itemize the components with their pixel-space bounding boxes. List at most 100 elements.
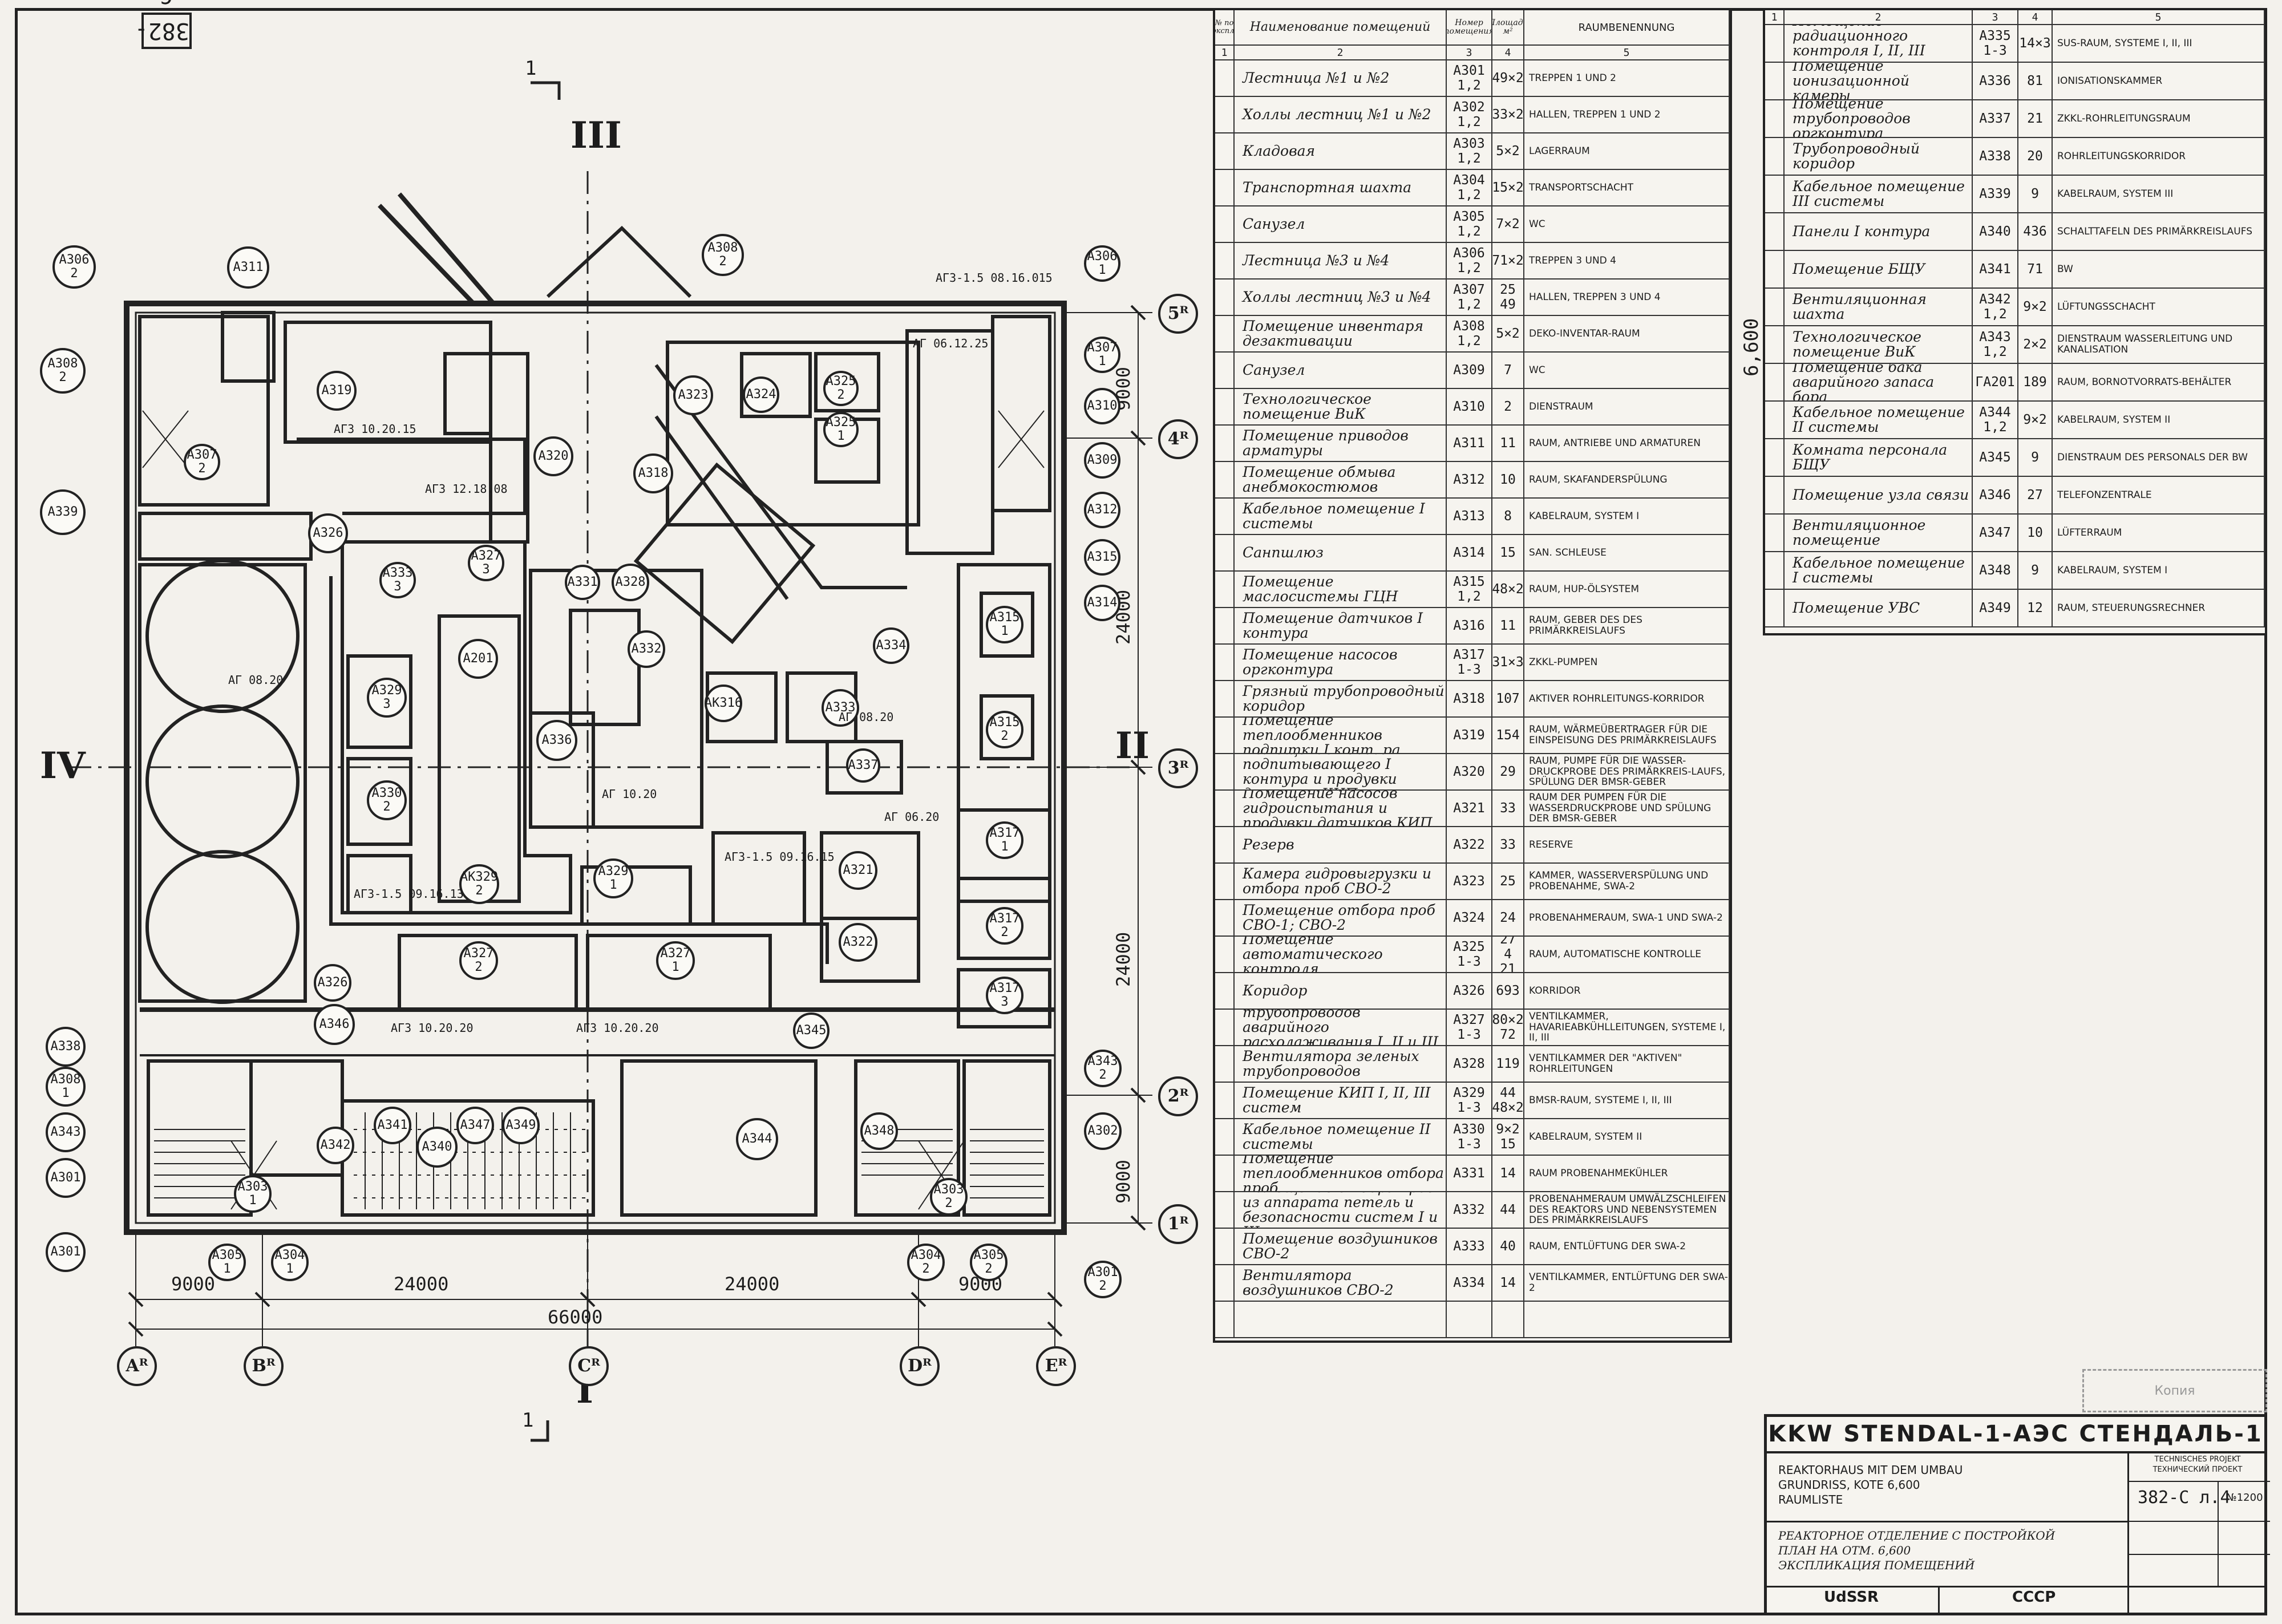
header-num: Номер помещения [1447,10,1492,44]
cell-area: 9×2 15 [1492,1119,1524,1155]
cell-name-ru: Кабельное помещение I системы [1235,499,1447,534]
cell-area: 81 [2018,63,2053,99]
cell-name-ru: Лестница №1 и №2 [1235,60,1447,96]
cell-no [1765,63,1785,99]
cell-room-number: А318 [1447,681,1492,716]
room-tag: A348 [860,1112,898,1150]
cell-name-ru: Вентилятора зеленых трубопроводов [1235,1046,1447,1082]
cell-no [1215,973,1235,1009]
cell-area: 27 [2018,477,2053,513]
cell-area: 31×3 [1492,645,1524,680]
axis-bubble-br: Bᴿ [244,1346,284,1386]
cell-name-de: RAUM PROBENAHMEKÜHLER [1524,1156,1730,1191]
cell-area: 40 [1492,1229,1524,1264]
room-tag: A321 [839,851,877,890]
cell-no [1215,608,1235,643]
room-tag: AK316 [705,685,742,722]
axis-bubble-2r: 2ᴿ [1158,1076,1198,1116]
cell-room-number: А305 1,2 [1447,206,1492,242]
cell-no [1765,402,1785,438]
cell-room-number: А315 1,2 [1447,572,1492,607]
cell-name-ru: Кабельное помещение I системы [1785,552,1973,589]
cell-name-ru: Помещение приводов арматуры [1235,426,1447,461]
cell-name-de: BW [2053,251,2265,287]
cell-area: 2 [1492,389,1524,424]
cell-name-de: RAUM, ANTRIEBE UND ARMATUREN [1524,426,1730,461]
title-ru: РЕАКТОРНОЕ ОТДЕЛЕНИЕ С ПОСТРОЙКОЙ ПЛАН Н… [1778,1528,2055,1573]
section-label-left: IV [40,744,86,787]
cell-name-ru: Камера гидровыгрузки и отбора проб СВО-2 [1235,864,1447,899]
cell-name-de: KABELRAUM, SYSTEM II [1524,1119,1730,1155]
cell-room-number: А334 [1447,1265,1492,1301]
title-de: REAKTORHAUS MIT DEM UMBAU GRUNDRISS, KOT… [1778,1463,1963,1507]
cell-name-de: HALLEN, TREPPEN 1 UND 2 [1524,97,1730,132]
cell-no [1215,864,1235,899]
cell-room-number: А312 [1447,462,1492,497]
cell-no [1215,1119,1235,1155]
cell-no [1765,364,1785,400]
cell-name-de: SAN. SCHLEUSE [1524,535,1730,570]
cell-name-de: RAUM, HUP-ÖLSYSTEM [1524,572,1730,607]
cell-name-de: IONISATIONSKAMMER [2053,63,2265,99]
room-tag: A339 [40,489,86,535]
cell-name-de: DIENSTRAUM WASSERLEITUNG UND KANALISATIO… [2053,326,2265,363]
dim-right-3: 24000 [1112,932,1134,987]
cell-no [1765,176,1785,212]
table-row: Помещение насосов гидроиспытания и проду… [1215,791,1730,827]
cell-no [1215,389,1235,424]
cell-name-ru: Помещение узла связи [1785,477,1973,513]
cell-area: 5×2 [1492,133,1524,169]
stage-de: TECHNISCHES PROJEKT [2154,1455,2241,1464]
cell-room-number: А327 1-3 [1447,1010,1492,1045]
table-row: Камера гидровыгрузки и отбора проб СВО-2… [1215,864,1730,900]
cell-area: 24 [1492,900,1524,935]
cell-no [1765,251,1785,287]
room-tag: A201 [458,639,498,679]
cell-no [1215,97,1235,132]
cell-room-number: А345 [1973,439,2018,476]
cell-room-number: А323 [1447,864,1492,899]
cell-area: 14 [1492,1156,1524,1191]
column-number: 2 [1785,10,1973,24]
table-row: Помещение радиационного контроля I, II, … [1765,25,2265,63]
cell-area: 71 [2018,251,2053,287]
cell-name-de: VENTILKAMMER DER "AKTIVEN" ROHRLEITUNGEN [1524,1046,1730,1082]
cell-name-de: VENTILKAMMER, ENTLÜFTUNG DER SWA-2 [1524,1265,1730,1301]
cell-area: 119 [1492,1046,1524,1082]
cell-room-number: А317 1-3 [1447,645,1492,680]
cell-area: 25 [1492,864,1524,899]
cell-room-number [1447,1302,1492,1337]
cell-no [1215,754,1235,789]
cell-area: 33 [1492,791,1524,826]
room-tag: A301 [46,1232,86,1272]
sheet-number: №1200 [2226,1492,2263,1504]
cell-name-de: ROHRLEITUNGSKORRIDOR [2053,138,2265,175]
title-ru-line: ПЛАН НА ОТМ. 6,600 [1778,1544,1911,1557]
cell-no [1215,170,1235,205]
cell-area: 7 [1492,353,1524,388]
cell-name-ru: Санузел [1235,353,1447,388]
cell-area: 11 [1492,608,1524,643]
stage-ru: ТЕХНИЧЕСКИЙ ПРОЕКТ [2152,1465,2243,1474]
cell-room-number: А326 [1447,973,1492,1009]
cell-room-number: А344 1,2 [1973,402,2018,438]
cell-area: 11 [1492,426,1524,461]
cell-name-de: VENTILKAMMER, HAVARIEABKÜHLLEITUNGEN, SY… [1524,1010,1730,1045]
column-number: 1 [1765,10,1785,24]
cell-no [1215,1083,1235,1118]
